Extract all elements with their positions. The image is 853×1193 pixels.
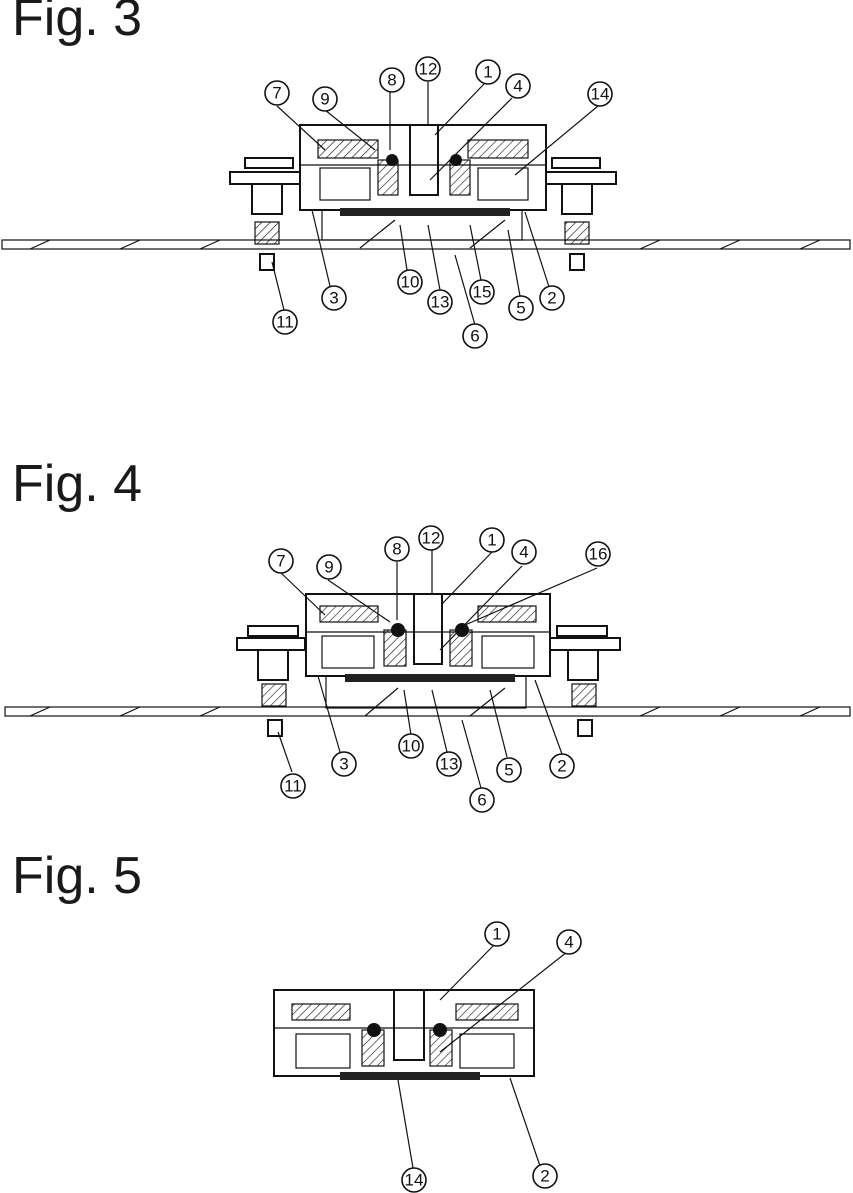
callout-number: 11 bbox=[284, 777, 302, 796]
callout-number: 1 bbox=[492, 925, 501, 944]
callout-circle bbox=[556, 929, 582, 955]
callout-number: 7 bbox=[276, 552, 285, 571]
callout-number: 8 bbox=[392, 540, 401, 559]
callout-number: 3 bbox=[339, 755, 348, 774]
callout-circle bbox=[436, 751, 462, 777]
callout-circle bbox=[415, 56, 441, 82]
callout-circle bbox=[587, 81, 613, 107]
callout-number: 8 bbox=[387, 71, 396, 90]
callout-number: 10 bbox=[401, 273, 420, 292]
callout-number: 3 bbox=[329, 289, 338, 308]
callout-circle bbox=[549, 753, 575, 779]
callout-circle bbox=[511, 539, 537, 565]
callout-number: 7 bbox=[272, 84, 281, 103]
callout-circle bbox=[484, 921, 510, 947]
callout-circle bbox=[475, 59, 501, 85]
callout-number: 14 bbox=[405, 1171, 424, 1190]
callout-number: 2 bbox=[557, 757, 566, 776]
callout-circle bbox=[418, 525, 444, 551]
callout-number: 4 bbox=[513, 77, 522, 96]
callout-number: 9 bbox=[320, 90, 329, 109]
callout-circle bbox=[398, 733, 424, 759]
callout-number: 13 bbox=[440, 755, 459, 774]
callout-circle bbox=[321, 285, 347, 311]
callout-circle bbox=[496, 757, 522, 783]
callout-number: 12 bbox=[422, 529, 441, 548]
callout-circle bbox=[384, 536, 410, 562]
callout-number: 6 bbox=[470, 327, 479, 346]
callout-circle bbox=[469, 787, 495, 813]
figure-3-drawing bbox=[1, 82, 851, 326]
callout-circle bbox=[508, 295, 534, 321]
callout-circle bbox=[331, 751, 357, 777]
callout-circle bbox=[469, 279, 495, 305]
figure-5-title: Fig. 5 bbox=[12, 847, 143, 905]
callout-circle bbox=[272, 309, 298, 335]
callout-number: 13 bbox=[431, 293, 450, 312]
fig5-housing bbox=[273, 989, 535, 1077]
figure-4-drawing bbox=[4, 550, 851, 789]
callout-circle bbox=[427, 289, 453, 315]
callout-circle bbox=[316, 554, 342, 580]
callout-number: 5 bbox=[516, 299, 525, 318]
callout-circle bbox=[462, 323, 488, 349]
callout-circle bbox=[264, 80, 290, 106]
callout-number: 2 bbox=[547, 289, 556, 308]
callout-number: 6 bbox=[477, 791, 486, 810]
fig4-base-plate bbox=[4, 706, 851, 717]
callout-circle bbox=[585, 541, 611, 567]
callout-circle bbox=[479, 527, 505, 553]
callout-number: 4 bbox=[564, 933, 573, 952]
callout-circle bbox=[379, 67, 405, 93]
callout-number: 1 bbox=[483, 63, 492, 82]
callout-circle bbox=[397, 269, 423, 295]
callout-number: 14 bbox=[591, 85, 610, 104]
callout-circle bbox=[268, 548, 294, 574]
callout-circle bbox=[532, 1163, 558, 1189]
callout-number: 16 bbox=[589, 545, 608, 564]
callout-number: 1 bbox=[487, 531, 496, 550]
figure-3-title: Fig. 3 bbox=[12, 0, 143, 47]
callout-number: 11 bbox=[276, 313, 294, 332]
callout-number: 4 bbox=[519, 543, 528, 562]
figure-5-drawing bbox=[273, 943, 568, 1169]
figure-4-title: Fig. 4 bbox=[12, 455, 143, 513]
callout-number: 10 bbox=[402, 737, 421, 756]
callout-circle bbox=[280, 773, 306, 799]
callout-circle bbox=[539, 285, 565, 311]
callout-circle bbox=[401, 1167, 427, 1193]
callout-number: 5 bbox=[504, 761, 513, 780]
callout-number: 2 bbox=[540, 1167, 549, 1186]
callout-number: 12 bbox=[419, 60, 438, 79]
callout-number: 15 bbox=[473, 283, 492, 302]
callout-number: 9 bbox=[324, 558, 333, 577]
callout-circle bbox=[505, 73, 531, 99]
callout-circle bbox=[312, 86, 338, 112]
